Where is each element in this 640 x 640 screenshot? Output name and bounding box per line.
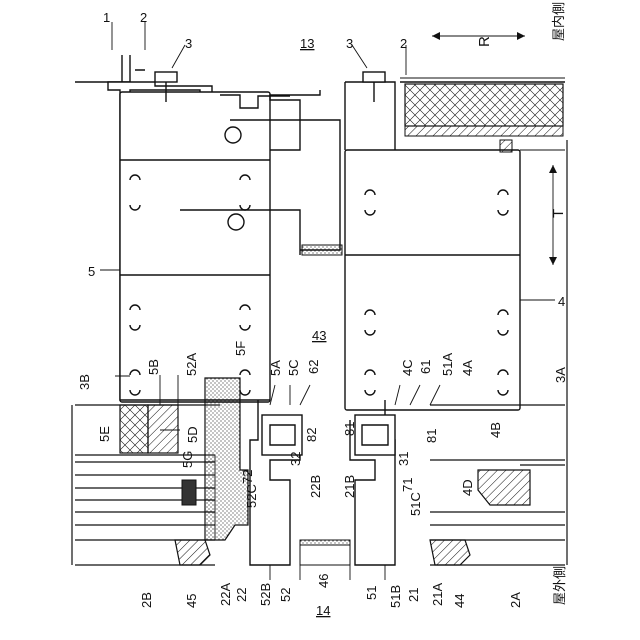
label-22B: 22B bbox=[308, 475, 323, 498]
label-51: 51 bbox=[364, 586, 379, 600]
label-4C: 4C bbox=[400, 359, 415, 376]
label-R: R bbox=[476, 36, 493, 47]
label-71: 71 bbox=[400, 478, 415, 492]
label-14: 14 bbox=[316, 603, 330, 618]
fastener-right bbox=[363, 72, 385, 102]
label-44: 44 bbox=[452, 594, 467, 608]
label-51B: 51B bbox=[388, 585, 403, 608]
label-1: 1 bbox=[103, 10, 110, 25]
label-22: 22 bbox=[234, 588, 249, 602]
label-13: 13 bbox=[300, 36, 314, 51]
label-2A: 2A bbox=[508, 592, 523, 608]
label-5B: 5B bbox=[146, 359, 161, 375]
label-81b: 81 bbox=[424, 429, 439, 443]
label-5C: 5C bbox=[286, 359, 301, 376]
label-82: 82 bbox=[304, 428, 319, 442]
label-51A: 51A bbox=[440, 353, 455, 376]
gasket-45 bbox=[175, 540, 210, 565]
label-5D: 5D bbox=[185, 426, 200, 443]
label-72: 72 bbox=[240, 470, 255, 484]
label-32: 32 bbox=[288, 452, 303, 466]
gasket-44 bbox=[430, 540, 470, 565]
label-outdoor: 屋外側 bbox=[552, 566, 567, 605]
label-5A: 5A bbox=[268, 360, 283, 376]
label-46: 46 bbox=[316, 574, 331, 588]
label-62: 62 bbox=[306, 360, 321, 374]
wall-left bbox=[122, 55, 145, 82]
label-T: T bbox=[550, 209, 567, 218]
label-52A: 52A bbox=[184, 353, 199, 376]
insulation-panel bbox=[405, 84, 565, 150]
label-21B: 21B bbox=[342, 475, 357, 498]
label-52: 52 bbox=[278, 588, 293, 602]
label-4D: 4D bbox=[460, 479, 475, 496]
label-21A: 21A bbox=[430, 583, 445, 606]
label-4A: 4A bbox=[460, 360, 475, 376]
label-43: 43 bbox=[312, 328, 326, 343]
label-21: 21 bbox=[406, 588, 421, 602]
frame-member-5 bbox=[108, 82, 340, 402]
label-indoor: 屋内側 bbox=[551, 2, 566, 41]
label-61: 61 bbox=[418, 360, 433, 374]
label-31: 31 bbox=[396, 452, 411, 466]
label-81a: 81 bbox=[342, 422, 357, 436]
label-4B: 4B bbox=[488, 422, 503, 438]
label-5F: 5F bbox=[233, 341, 248, 356]
label-22A: 22A bbox=[218, 583, 233, 606]
label-2-right: 2 bbox=[400, 36, 407, 51]
label-2-left: 2 bbox=[140, 10, 147, 25]
label-5: 5 bbox=[88, 264, 95, 279]
label-5E: 5E bbox=[97, 426, 112, 442]
label-4: 4 bbox=[558, 294, 565, 309]
label-5G: 5G bbox=[180, 451, 195, 468]
label-3-right: 3 bbox=[346, 36, 353, 51]
label-2B: 2B bbox=[139, 592, 154, 608]
label-45: 45 bbox=[184, 594, 199, 608]
label-52B: 52B bbox=[258, 583, 273, 606]
label-3-left: 3 bbox=[185, 36, 192, 51]
label-52C: 52C bbox=[244, 484, 259, 508]
label-3B: 3B bbox=[77, 374, 92, 390]
label-3A: 3A bbox=[553, 367, 568, 383]
label-51C: 51C bbox=[408, 492, 423, 516]
